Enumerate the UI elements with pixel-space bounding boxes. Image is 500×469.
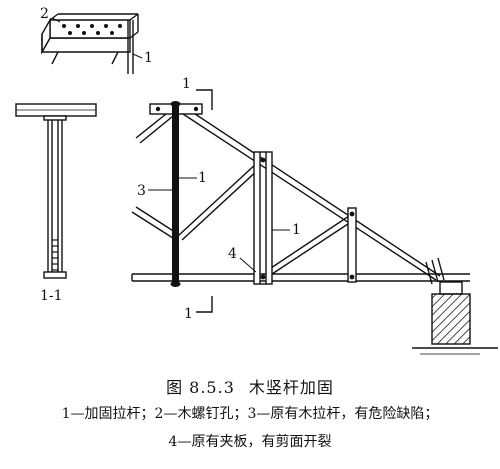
caption-title: 图 8.5.3 木竖杆加固 [0, 376, 500, 400]
bolts [155, 106, 355, 280]
figure-caption: 图 8.5.3 木竖杆加固 1—加固拉杆；2—木螺钉孔；3—原有木拉杆，有危险缺陷… [0, 370, 500, 456]
leader-4 [239, 257, 257, 273]
label-2: 2 [40, 6, 49, 22]
section-marker-bottom: 1 [184, 306, 193, 322]
callout-1-right: 1 [292, 222, 301, 238]
section-marker-top: 1 [182, 76, 191, 92]
legend-line-2: 4—原有夹板，有剪面开裂 [168, 434, 332, 450]
figure-number: 图 8.5.3 [166, 378, 235, 397]
figure-title: 木竖杆加固 [248, 378, 334, 397]
legend-line-1: 1—加固拉杆；2—木螺钉孔；3—原有木拉杆，有危险缺陷； [61, 406, 439, 422]
screw-holes [62, 24, 122, 35]
truss [131, 103, 470, 285]
leader-1-top [132, 53, 143, 59]
section-view [15, 103, 97, 279]
section-name: 1-1 [40, 288, 63, 304]
callout-1-left: 1 [198, 170, 207, 186]
callout-4: 4 [228, 246, 237, 262]
heel-joint [425, 257, 445, 285]
plate-detail [40, 13, 139, 74]
truss-diagram: 2 1 1-1 [15, 6, 498, 355]
leader-2 [51, 17, 61, 23]
label-1-top: 1 [144, 50, 153, 66]
support-wall [412, 281, 498, 355]
section-cut-markers [196, 89, 213, 313]
reinforcing-rod [170, 101, 181, 287]
callout-3: 3 [137, 183, 146, 199]
